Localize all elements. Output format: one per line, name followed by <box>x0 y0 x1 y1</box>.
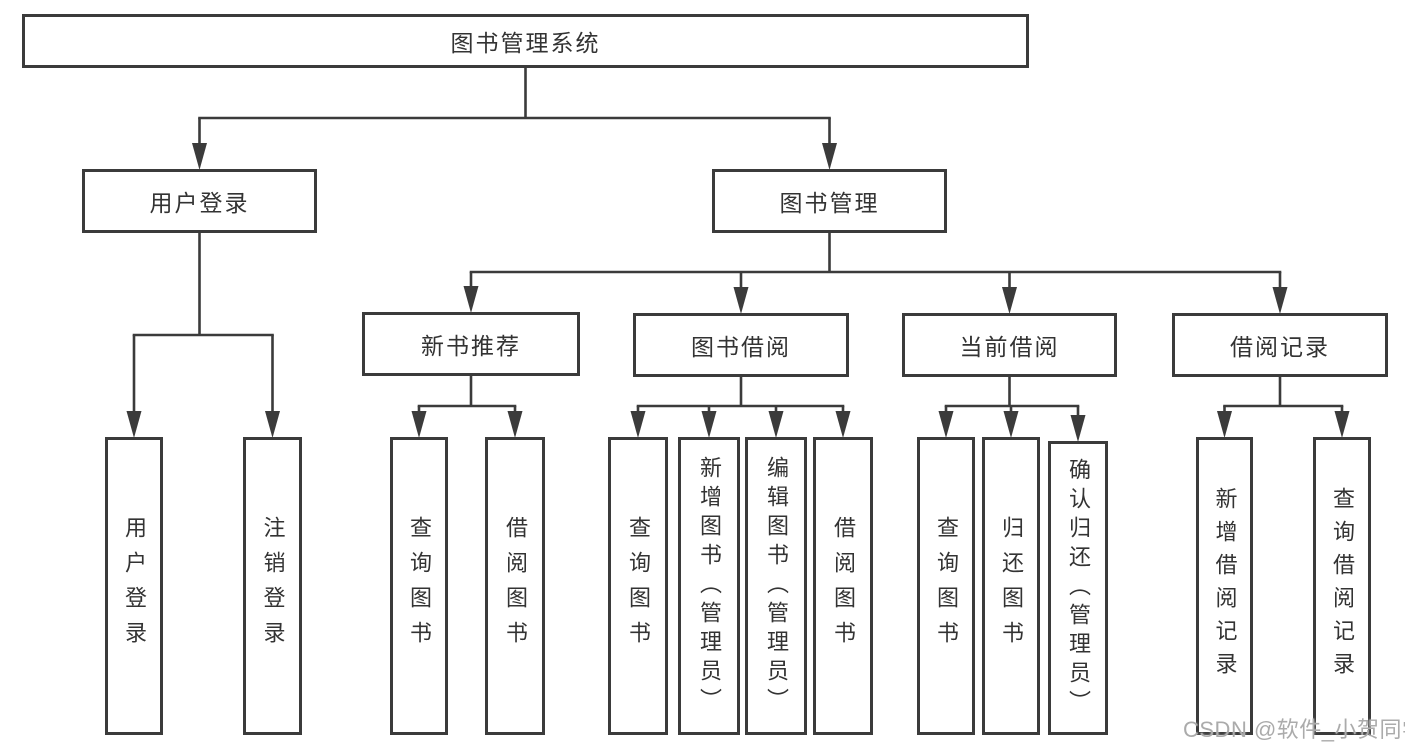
leaf-query-books-borrowing: 查询图书 <box>608 437 668 735</box>
node-label: 查询图书 <box>626 516 651 656</box>
node-label: 当前借阅 <box>959 334 1060 360</box>
node-label: 归还图书 <box>999 516 1024 656</box>
node-label: 图书管理系统 <box>450 30 601 56</box>
node-label: 查询图书 <box>934 516 959 656</box>
leaf-query-borrow-record: 查询借阅记录 <box>1313 437 1371 735</box>
node-library-management-system: 图书管理系统 <box>22 14 1029 68</box>
leaf-add-books-admin: 新增图书（管理员） <box>678 437 740 735</box>
node-label: 图书借阅 <box>691 334 791 360</box>
node-label: 图书管理 <box>779 190 880 216</box>
node-book-management: 图书管理 <box>712 169 947 233</box>
node-new-book-recommendation: 新书推荐 <box>362 312 580 376</box>
node-label: 新增借阅记录 <box>1212 487 1238 685</box>
node-label: 查询借阅记录 <box>1330 487 1355 685</box>
node-label: 借阅图书 <box>503 516 528 656</box>
node-label: 新增图书（管理员） <box>697 455 722 717</box>
node-current-borrowing: 当前借阅 <box>902 313 1117 377</box>
node-label: 确认归还（管理员） <box>1066 457 1091 719</box>
leaf-query-books-recommend: 查询图书 <box>390 437 448 735</box>
node-book-borrowing: 图书借阅 <box>633 313 849 377</box>
leaf-borrow-books-recommend: 借阅图书 <box>485 437 545 735</box>
node-borrow-records: 借阅记录 <box>1172 313 1388 377</box>
leaf-edit-books-admin: 编辑图书（管理员） <box>745 437 807 735</box>
node-user-login: 用户登录 <box>82 169 317 233</box>
csdn-watermark: CSDN @软件_小贺同学 <box>1183 717 1405 742</box>
leaf-add-borrow-record: 新增借阅记录 <box>1196 437 1253 735</box>
leaf-logout: 注销登录 <box>243 437 302 735</box>
node-label: 借阅记录 <box>1230 334 1330 360</box>
leaf-query-books-current: 查询图书 <box>917 437 975 735</box>
node-label: 编辑图书（管理员） <box>764 455 789 717</box>
node-label: 用户登录 <box>149 190 250 216</box>
leaf-return-books: 归还图书 <box>982 437 1040 735</box>
node-label: 借阅图书 <box>831 516 856 656</box>
node-label: 查询图书 <box>407 516 432 656</box>
leaf-user-login: 用户登录 <box>105 437 163 735</box>
node-label: 注销登录 <box>260 516 286 656</box>
node-label: 新书推荐 <box>421 333 521 359</box>
leaf-borrow-books-borrowing: 借阅图书 <box>813 437 873 735</box>
node-label: 用户登录 <box>122 516 147 656</box>
leaf-confirm-return-admin: 确认归还（管理员） <box>1048 441 1108 735</box>
